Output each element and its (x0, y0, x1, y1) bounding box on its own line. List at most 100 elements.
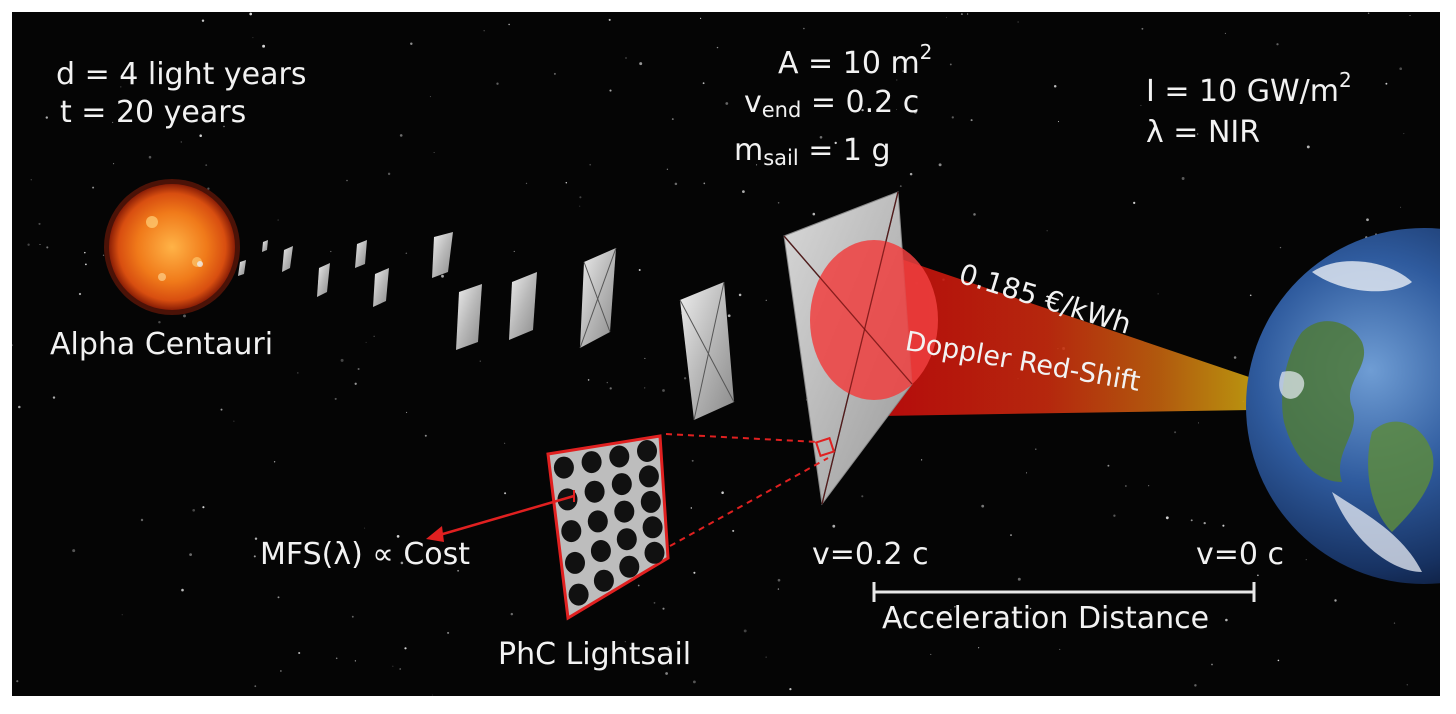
star-dot (896, 79, 898, 81)
star-dot (861, 495, 864, 498)
star-dot (700, 17, 702, 19)
star-dot (1190, 519, 1193, 522)
phc-hole (565, 551, 585, 574)
photonic-crystal-holes (553, 440, 665, 606)
lightsail-icon (509, 272, 537, 340)
star-dot (1196, 133, 1199, 135)
star-dot (1222, 524, 1225, 527)
star-dot (52, 396, 56, 399)
star-dot (1197, 422, 1199, 424)
star-dot (553, 72, 556, 75)
lightsail-label: PhC Lightsail (498, 637, 692, 672)
star-dot (16, 680, 19, 683)
cost-relation-label: MFS(λ) ∝ Cost (260, 537, 471, 572)
star-dot (525, 182, 528, 185)
laser-intensity-text: I = 10 GW/m (1146, 74, 1340, 109)
phc-hole (561, 520, 582, 543)
star-dot (727, 314, 731, 318)
star-dot (909, 172, 913, 176)
star-dot (504, 442, 506, 444)
star-dot (298, 651, 301, 655)
star-dot (1194, 684, 1197, 687)
phc-hole (568, 583, 589, 606)
laser-intensity-exponent: 2 (1339, 68, 1352, 92)
star-dot (683, 377, 687, 380)
star-dot (1035, 448, 1037, 450)
end-velocity-symbol: v (744, 85, 762, 120)
star-dot (693, 571, 696, 574)
star-dot (950, 609, 952, 611)
star-dot (351, 615, 354, 618)
lightsail-icon (783, 191, 938, 506)
lightsail-icon (238, 260, 246, 276)
star-dot (424, 434, 427, 437)
star-dot (183, 314, 186, 318)
star-dot (1165, 516, 1169, 520)
star-dot (1141, 27, 1144, 30)
mission-parameters: d = 4 light years t = 20 years (56, 60, 306, 136)
star-dot (765, 656, 767, 658)
star-dot (644, 387, 646, 389)
star-dot (625, 57, 627, 59)
time-label: t = 20 years (60, 95, 247, 130)
star-dot (1046, 230, 1048, 232)
star-dot (702, 82, 705, 85)
star-dot (335, 657, 338, 660)
star-dot (609, 89, 612, 92)
star-dot (483, 30, 485, 32)
star-dot (405, 252, 408, 254)
star-dot (84, 251, 86, 254)
star-dot (447, 631, 450, 634)
star-dot (832, 524, 836, 528)
star-dot (639, 62, 643, 66)
star-dot (354, 382, 357, 385)
star-dot (624, 641, 626, 643)
star-dot (662, 389, 665, 392)
star-dot (280, 670, 282, 672)
lightsail-icon (355, 240, 367, 268)
star-dot (297, 372, 299, 374)
phc-hole (581, 451, 602, 474)
star-dot (914, 110, 917, 114)
star-dot (1393, 622, 1396, 624)
star-dot (637, 584, 640, 587)
star-dot (273, 461, 276, 463)
sail-mass-value: = 1 g (798, 133, 891, 168)
star-dot (691, 459, 694, 462)
star-dot (189, 553, 192, 556)
star-dot (181, 588, 184, 592)
lightsail-trail (238, 232, 735, 421)
laser-intensity-label: I = 10 GW/m2 (1146, 70, 1352, 107)
star-dot (202, 506, 205, 509)
star-dot (1010, 534, 1012, 537)
earth-icon (1246, 228, 1440, 584)
star-dot (638, 269, 641, 271)
star-dot (249, 12, 253, 16)
phc-hole (584, 480, 605, 503)
star-dot (653, 602, 656, 604)
star-dot (1269, 99, 1271, 101)
star-dot (220, 408, 223, 411)
star-dot (254, 685, 257, 688)
star-dot (861, 108, 864, 112)
star-dot (45, 116, 48, 119)
zoom-line-top (665, 433, 819, 443)
star-dot (92, 186, 95, 189)
phc-hole (590, 540, 611, 562)
star-dot (725, 102, 729, 105)
lightsail-icon (317, 263, 330, 297)
star-dot (84, 263, 87, 266)
star-dot (410, 42, 413, 46)
star-dot (510, 612, 514, 616)
star-dot (587, 379, 590, 381)
phc-hole (616, 528, 637, 551)
star-dot (1233, 356, 1237, 359)
star-dot (1140, 104, 1142, 107)
star-dot (205, 164, 208, 167)
lightsail-icon (262, 240, 268, 252)
star-dot (1399, 67, 1403, 71)
star-dot (429, 96, 431, 98)
star-dot (508, 23, 510, 26)
star-dot (180, 141, 183, 143)
